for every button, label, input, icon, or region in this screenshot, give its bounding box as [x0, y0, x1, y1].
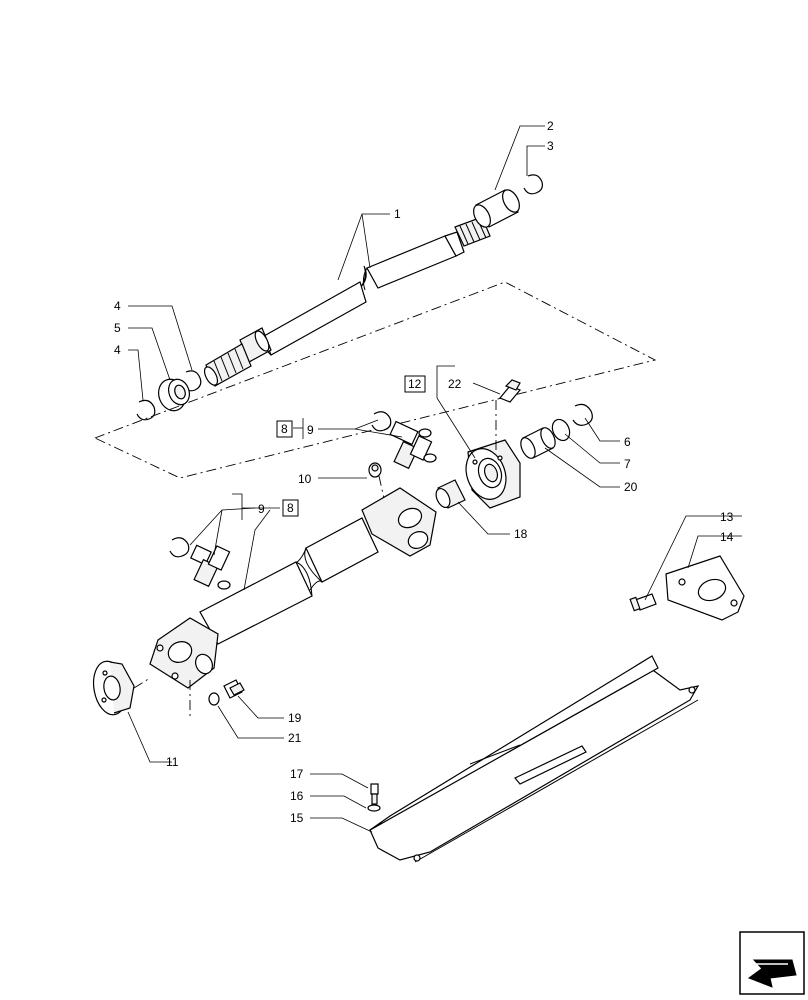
assembly-boundary: [133, 677, 151, 689]
arrow-icon[interactable]: [739, 931, 805, 995]
bolt: [499, 379, 521, 403]
assembly-boundary: [93, 281, 657, 479]
leader-lines: [457, 501, 510, 535]
callout-label: 6: [624, 435, 631, 449]
universal-joint-cross: [371, 411, 437, 470]
reference-box: [404, 375, 426, 393]
callout-label: 14: [720, 530, 734, 544]
bolt: [629, 593, 657, 612]
universal-joint-cross: [169, 537, 231, 590]
callout-label: 3: [547, 139, 554, 153]
callout-label: 11: [166, 755, 179, 769]
callout-label: 12: [408, 377, 422, 391]
callout-label: 4: [114, 343, 121, 357]
reference-box: [276, 420, 293, 438]
callout-label: 10: [298, 472, 312, 486]
flange-assembly: [465, 439, 521, 509]
shaft-guard: [369, 655, 700, 863]
washer: [208, 692, 220, 706]
callout-label: 5: [114, 321, 121, 335]
callout-label: 15: [290, 811, 304, 825]
callout-label: 7: [624, 457, 631, 471]
seal-cap: [435, 479, 466, 509]
sleeve: [473, 189, 520, 228]
callout-label: 9: [307, 423, 314, 437]
bolt: [223, 679, 245, 699]
callout-label: 13: [720, 510, 734, 524]
bolt: [370, 783, 379, 805]
leader-lines: [189, 493, 280, 591]
callout-label: 2: [547, 119, 554, 133]
leader-lines: [644, 515, 742, 601]
grease-nipple: [368, 462, 382, 478]
washer: [367, 804, 381, 812]
reference-box: [282, 499, 299, 517]
callout-label: 4: [114, 299, 121, 313]
callout-label: 1: [394, 207, 401, 221]
retaining-ring: [551, 418, 571, 442]
circlip: [136, 399, 156, 421]
mounting-plate: [665, 555, 745, 621]
bearing: [520, 427, 556, 459]
leader-lines: [436, 365, 620, 488]
leader-lines: [293, 418, 403, 439]
callout-label: 19: [288, 711, 302, 725]
callout-label: 18: [514, 527, 528, 541]
callout-label: 16: [290, 789, 304, 803]
leader-lines: [310, 773, 373, 833]
callout-label: 21: [288, 731, 302, 745]
circlip: [523, 174, 543, 195]
propeller-shaft: [149, 487, 437, 689]
leader-lines: [128, 125, 545, 401]
callout-label: 17: [290, 767, 304, 781]
drive-flange: [92, 660, 135, 716]
circlip: [572, 403, 593, 426]
leader-lines: [127, 711, 172, 763]
callout-label: 8: [287, 501, 294, 515]
callout-label: 9: [258, 502, 265, 516]
callout-label: 20: [624, 480, 638, 494]
leader-lines: [217, 695, 284, 739]
callout-label: 8: [281, 422, 288, 436]
splined-shaft: [203, 216, 491, 387]
bearing: [158, 378, 190, 412]
callout-label: 22: [448, 377, 462, 391]
